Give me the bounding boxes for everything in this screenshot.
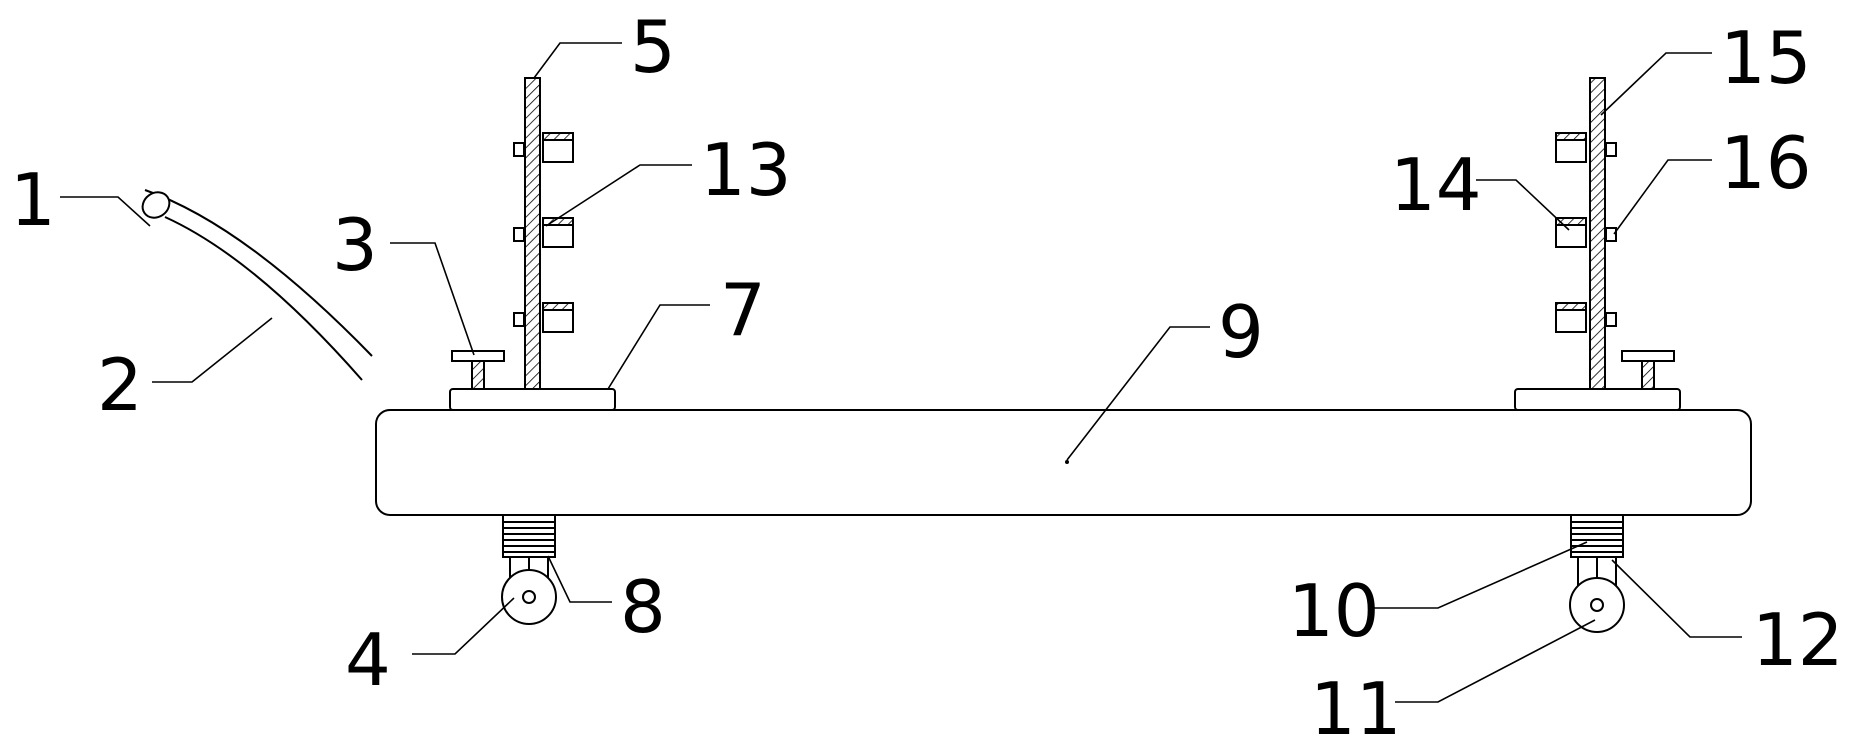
callout-15: 15: [1720, 16, 1812, 100]
callout-5: 5: [630, 5, 676, 89]
left-upright: [513, 77, 574, 390]
handle-grip: [141, 191, 171, 219]
callout-12: 12: [1752, 598, 1844, 682]
leader-lines: [60, 42, 1742, 703]
callout-2: 2: [97, 343, 143, 427]
callout-7: 7: [720, 268, 766, 352]
left-mount-base: [449, 388, 616, 411]
left-pole: [524, 77, 541, 390]
handle: [141, 189, 373, 381]
right-caster: [1569, 514, 1625, 633]
callout-3: 3: [332, 203, 378, 287]
callout-16: 16: [1720, 121, 1812, 205]
right-upright: [1555, 77, 1617, 390]
callout-10: 10: [1288, 569, 1380, 653]
right-mount-base: [1514, 388, 1681, 411]
platform-center-dot: [1065, 460, 1069, 464]
callout-13: 13: [700, 128, 792, 212]
callout-9: 9: [1218, 290, 1264, 374]
callout-8: 8: [620, 565, 666, 649]
callout-14: 14: [1390, 143, 1482, 227]
left-screw-knob: [451, 350, 505, 390]
platform-body: [375, 409, 1752, 516]
right-screw-knob: [1621, 350, 1675, 390]
right-pole: [1589, 77, 1606, 390]
left-caster: [501, 514, 557, 625]
callout-4: 4: [345, 618, 391, 702]
callout-11: 11: [1310, 667, 1402, 747]
callout-labels: 1 2 3 4 5 7 8 9 10 11 12 13 14 15 16: [10, 5, 1844, 747]
callout-1: 1: [10, 158, 56, 242]
